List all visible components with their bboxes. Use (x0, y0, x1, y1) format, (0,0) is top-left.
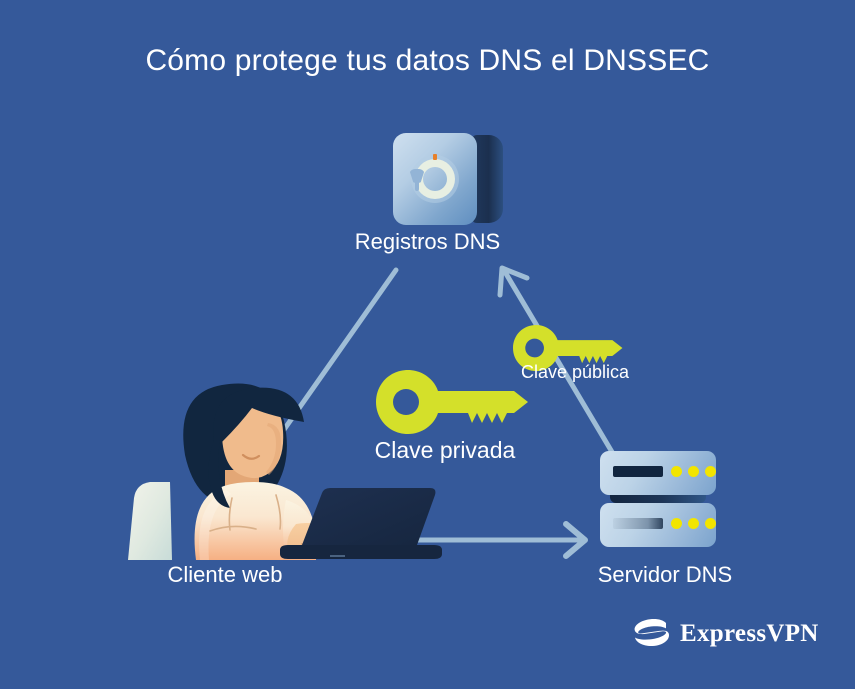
safe-body (393, 133, 477, 225)
server-unit-top (600, 451, 716, 495)
server-led (705, 466, 716, 477)
server-led (671, 518, 682, 529)
safe-handle-knob (409, 169, 425, 183)
person-laptop-icon (128, 383, 442, 560)
safe-dial (415, 154, 455, 199)
dns-records-label: Registros DNS (354, 229, 501, 254)
arrow-server-to-records (497, 265, 615, 455)
safe-icon (393, 133, 503, 225)
server-slot-bar (613, 466, 663, 477)
expressvpn-wordmark: ExpressVPN (680, 620, 819, 647)
server-led (688, 518, 699, 529)
private-key-label: Clave privada (374, 437, 516, 463)
safe-handle-stem (415, 179, 419, 191)
public-key-label: Clave pública (520, 362, 630, 382)
server-slot-bar (613, 518, 663, 529)
expressvpn-mark-icon (634, 619, 669, 646)
dns-server-label: Servidor DNS (597, 562, 733, 587)
safe-dial-marker (433, 154, 437, 160)
server-icon (600, 451, 716, 547)
page-title: Cómo protege tus datos DNS el DNSSEC (145, 44, 710, 77)
server-led (705, 518, 716, 529)
safe-dial-center (423, 167, 447, 191)
expressvpn-logo: ExpressVPN (632, 618, 819, 650)
web-client-label: Cliente web (167, 562, 283, 587)
server-unit-bottom (600, 503, 716, 547)
server-led (671, 466, 682, 477)
safe-handle (409, 169, 425, 191)
server-shadow (610, 494, 706, 503)
server-led (688, 466, 699, 477)
